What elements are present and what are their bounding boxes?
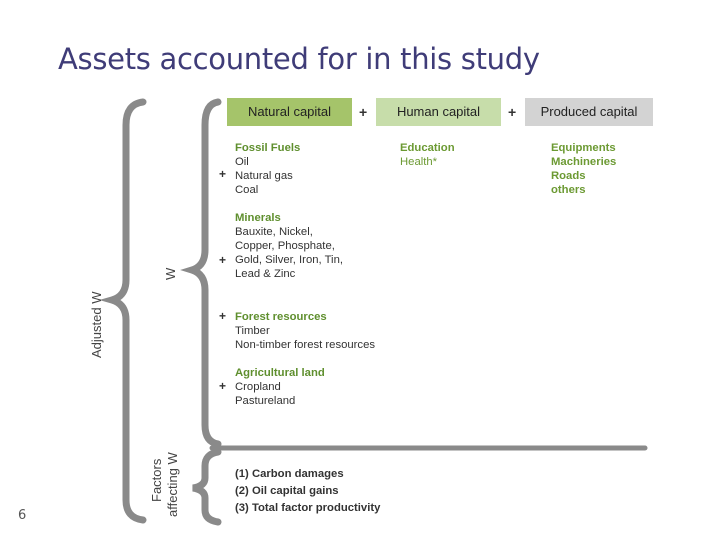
page-title: Assets accounted for in this study [58,42,540,76]
list-item: Lead & Zinc [235,268,296,280]
forest-resources-section: Forest resources Timber Non-timber fores… [235,310,375,352]
list-item: Cropland [235,381,281,393]
minerals-section: Minerals Bauxite, Nickel, Copper, Phosph… [235,211,343,281]
list-item: Gold, Silver, Iron, Tin, [235,254,343,266]
adjusted-w-brace [99,98,147,524]
list-item: others [551,184,586,196]
plus-sign: + [219,253,227,267]
section-title: Forest resources [235,311,327,323]
section-title: Minerals [235,212,281,224]
factors-list: (1) Carbon damages (2) Oil capital gains… [235,466,380,517]
factor-item: (2) Oil capital gains [235,485,339,497]
list-item: Machineries [551,156,617,168]
list-item: Non-timber forest resources [235,339,376,351]
list-item: Roads [551,170,586,182]
list-item: Natural gas [235,170,293,182]
adjusted-w-label: Adjusted W [89,291,104,358]
list-item: Copper, Phosphate, [235,240,335,252]
factors-label-line2: affecting W [165,452,180,517]
section-title: Education [400,142,455,154]
factors-brace [192,448,222,526]
list-item: Coal [235,184,259,196]
produced-capital-header: Produced capital [525,98,653,126]
list-item: Pastureland [235,395,296,407]
w-label: W [163,267,178,280]
w-brace [180,98,222,448]
fossil-fuels-section: Fossil Fuels Oil Natural gas Coal [235,141,300,197]
list-item: Oil [235,156,249,168]
plus-sign: + [219,309,227,323]
human-capital-section: Education Health* [400,141,455,169]
list-item: Bauxite, Nickel, [235,226,313,238]
plus-sign: + [508,104,517,120]
plus-sign: + [359,104,368,120]
human-capital-header: Human capital [376,98,501,126]
factor-item: (1) Carbon damages [235,468,344,480]
list-item: Health* [400,156,438,168]
section-title: Fossil Fuels [235,142,301,154]
produced-capital-section: Equipments Machineries Roads others [551,141,616,197]
section-title: Agricultural land [235,367,325,379]
page-number: 6 [18,508,27,523]
agricultural-land-section: Agricultural land Cropland Pastureland [235,366,325,408]
plus-sign: + [219,379,227,393]
section-title: Equipments [551,142,616,154]
list-item: Timber [235,325,270,337]
factor-item: (3) Total factor productivity [235,502,381,514]
plus-sign: + [219,167,227,181]
factors-label-line1: Factors [149,458,164,502]
natural-capital-header: Natural capital [227,98,352,126]
